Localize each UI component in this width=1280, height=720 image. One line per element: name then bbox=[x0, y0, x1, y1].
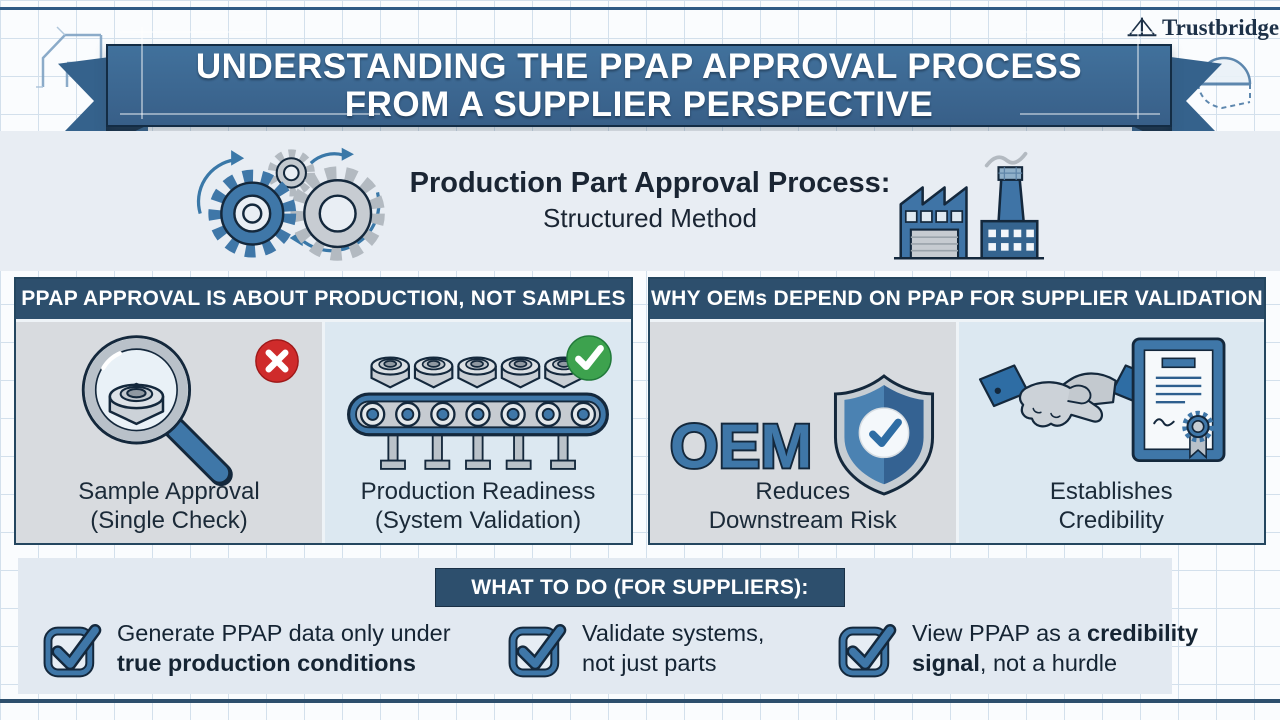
check-badge-icon bbox=[566, 335, 612, 381]
legs bbox=[380, 433, 576, 470]
draft-guide-line bbox=[1020, 31, 1160, 33]
reduces-risk-cell: OEM Reduces Downstream Risk bbox=[650, 322, 956, 543]
cell-caption: Production Readiness (System Validation) bbox=[360, 478, 596, 534]
magnifier-nut-icon bbox=[81, 335, 233, 487]
conveyor-icon bbox=[347, 356, 609, 470]
gears-icon bbox=[196, 147, 385, 261]
draft-guide-line bbox=[1137, 27, 1139, 119]
cross-badge-icon bbox=[255, 339, 299, 383]
factory-icon bbox=[893, 151, 1045, 260]
production-readiness-cell: Production Readiness (System Validation) bbox=[322, 322, 631, 543]
title-line-1: UNDERSTANDING THE PPAP APPROVAL PROCESS bbox=[195, 46, 1083, 86]
action-item: Validate systems,not just parts bbox=[505, 612, 764, 684]
title-line-2: FROM A SUPPLIER PERSPECTIVE bbox=[344, 84, 934, 124]
panel-header: PPAP APPROVAL IS ABOUT PRODUCTION, NOT S… bbox=[16, 279, 631, 319]
panel-body: OEM Reduces Downstream Risk bbox=[650, 319, 1264, 543]
draft-guide-line bbox=[120, 31, 260, 33]
brand-name: Trustbridge bbox=[1162, 15, 1280, 40]
panel-header: WHY OEMs DEPEND ON PPAP FOR SUPPLIER VAL… bbox=[650, 279, 1264, 319]
checkbox-check-icon bbox=[838, 624, 897, 678]
intro-band bbox=[0, 131, 1280, 271]
cell-caption: Reduces Downstream Risk bbox=[708, 478, 897, 534]
shield-check-icon bbox=[833, 374, 935, 496]
draft-guide-line bbox=[120, 113, 380, 115]
svg-text:OEM: OEM bbox=[670, 412, 812, 482]
checkbox-check-icon bbox=[508, 624, 567, 678]
certificate-icon bbox=[1131, 337, 1225, 463]
establishes-credibility-cell: Establishes Credibility bbox=[955, 322, 1264, 543]
draft-guide-line bbox=[141, 27, 143, 119]
sample-approval-cell: Sample Approval (Single Check) bbox=[16, 322, 322, 543]
panel-production-not-samples: PPAP APPROVAL IS ABOUT PRODUCTION, NOT S… bbox=[14, 277, 633, 545]
action-item-text: Validate systems,not just parts bbox=[582, 620, 765, 676]
bottom-border-line bbox=[0, 699, 1280, 703]
actions-header: WHAT TO DO (FOR SUPPLIERS): bbox=[435, 568, 845, 607]
cell-caption: Sample Approval (Single Check) bbox=[78, 478, 260, 534]
panel-oem-validation: WHY OEMs DEPEND ON PPAP FOR SUPPLIER VAL… bbox=[648, 277, 1266, 545]
panel-body: Sample Approval (Single Check) bbox=[16, 319, 631, 543]
title-banner: UNDERSTANDING THE PPAP APPROVAL PROCESS … bbox=[106, 44, 1172, 127]
intro-text: Production Part Approval Process: Struct… bbox=[400, 165, 900, 235]
draft-guide-line bbox=[1020, 113, 1160, 115]
intro-subheading: Structured Method bbox=[543, 203, 757, 233]
brand-logo: Trustbridge bbox=[1126, 14, 1279, 42]
bridge-icon bbox=[1127, 17, 1157, 37]
top-border-line bbox=[0, 7, 1280, 10]
cell-caption: Establishes Credibility bbox=[1049, 478, 1173, 534]
checkbox-check-icon bbox=[43, 624, 102, 678]
intro-heading: Production Part Approval Process: bbox=[409, 167, 891, 199]
oem-label: OEM bbox=[668, 410, 814, 482]
